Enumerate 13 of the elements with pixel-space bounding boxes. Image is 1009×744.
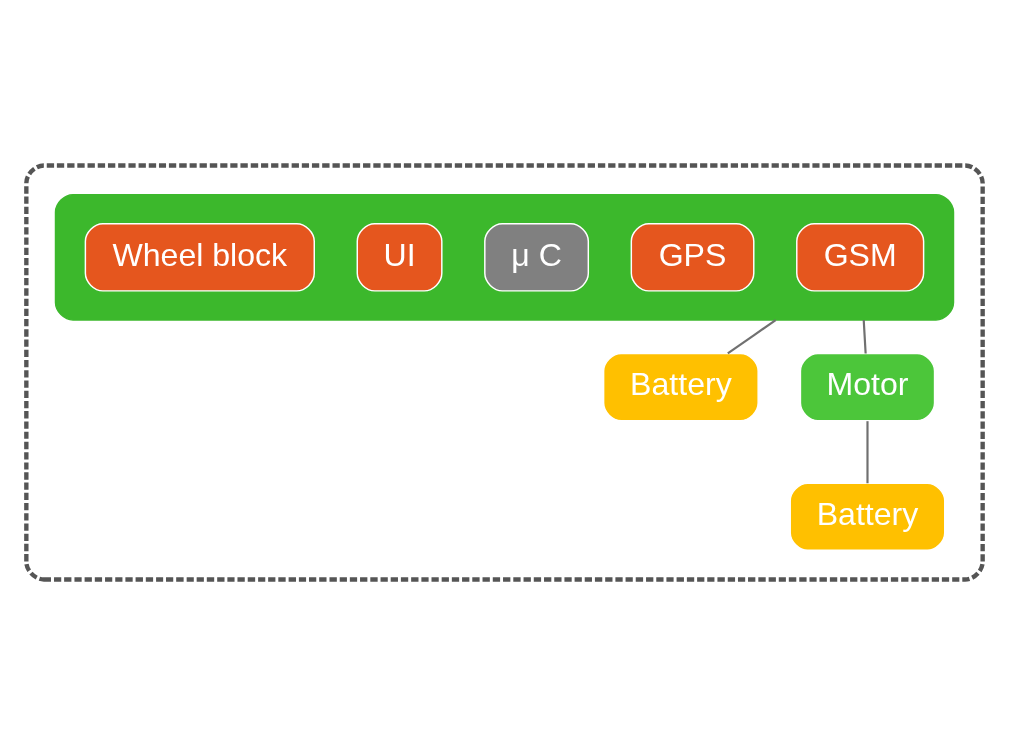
node-box: Battery — [602, 352, 759, 421]
node-box: UI — [356, 222, 443, 292]
node-box: GPS — [630, 222, 755, 292]
node-box: Battery — [789, 482, 946, 551]
connector — [727, 318, 777, 354]
cluster — [24, 162, 985, 582]
node-box: μ C — [484, 222, 590, 292]
connector — [866, 420, 869, 483]
cluster — [54, 193, 955, 321]
node-box: Motor — [799, 352, 936, 421]
connector — [862, 319, 867, 354]
node-box: Wheel block — [84, 222, 315, 292]
node-box: GSM — [796, 222, 925, 292]
